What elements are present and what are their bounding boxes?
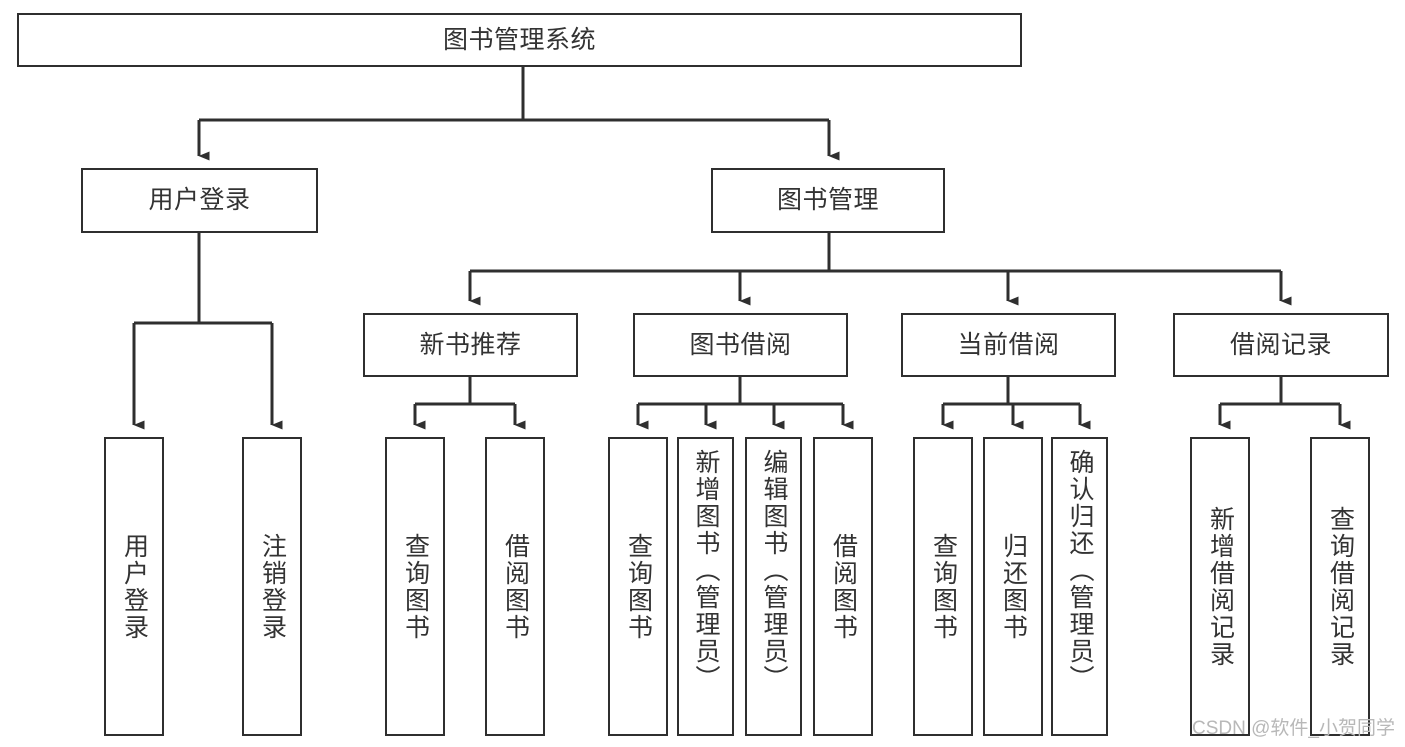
edge-group-borrow-record	[1218, 377, 1351, 430]
node-root-label: 图书管理系统	[442, 25, 596, 54]
node-new-book-recommend-label: 新书推荐	[419, 330, 522, 359]
node-leaf-confirm-return-admin[interactable]: 确认归还（管理员）	[1051, 437, 1108, 736]
node-leaf-borrow-book-recommend[interactable]: 借阅图书	[485, 437, 545, 736]
edge-group-new-book-recommend	[413, 377, 526, 430]
node-borrow-record[interactable]: 借阅记录	[1173, 313, 1389, 377]
edge-group-current-borrow	[941, 377, 1091, 430]
node-leaf-return-book-label: 归还图书	[999, 532, 1028, 641]
node-root[interactable]: 图书管理系统	[17, 13, 1022, 67]
node-leaf-query-book-borrow-label: 查询图书	[624, 532, 653, 641]
node-book-borrow-label: 图书借阅	[689, 330, 792, 359]
edge-group-user-login	[132, 233, 283, 430]
node-leaf-edit-book-admin-label: 编辑图书（管理员）	[760, 449, 788, 692]
node-leaf-query-book-borrow[interactable]: 查询图书	[608, 437, 668, 736]
node-leaf-borrow-book-recommend-label: 借阅图书	[501, 532, 530, 641]
node-leaf-borrow-book-label: 借阅图书	[829, 532, 858, 641]
edge-group-book-management	[468, 233, 1292, 306]
node-book-management[interactable]: 图书管理	[711, 168, 945, 233]
node-user-login-label: 用户登录	[148, 186, 251, 215]
node-leaf-user-login-label: 用户登录	[120, 532, 149, 641]
node-leaf-logout-login-label: 注销登录	[258, 532, 287, 641]
node-new-book-recommend[interactable]: 新书推荐	[363, 313, 578, 377]
node-leaf-add-borrow-record-label: 新增借阅记录	[1206, 505, 1235, 668]
csdn-watermark: CSDN @软件_小贺同学	[1192, 718, 1395, 739]
node-leaf-query-book-recommend-label: 查询图书	[401, 532, 430, 641]
node-current-borrow-label: 当前借阅	[957, 330, 1060, 359]
node-leaf-logout-login[interactable]: 注销登录	[242, 437, 302, 736]
node-leaf-return-book[interactable]: 归还图书	[983, 437, 1043, 736]
edge-group-book-borrow	[636, 377, 854, 430]
node-leaf-query-borrow-record[interactable]: 查询借阅记录	[1310, 437, 1370, 736]
node-leaf-query-book-current-label: 查询图书	[929, 532, 958, 641]
node-leaf-add-book-admin[interactable]: 新增图书（管理员）	[677, 437, 734, 736]
node-leaf-confirm-return-admin-label: 确认归还（管理员）	[1066, 449, 1094, 692]
node-borrow-record-label: 借阅记录	[1229, 330, 1332, 359]
node-leaf-add-book-admin-label: 新增图书（管理员）	[692, 449, 720, 692]
node-leaf-edit-book-admin[interactable]: 编辑图书（管理员）	[745, 437, 802, 736]
node-current-borrow[interactable]: 当前借阅	[901, 313, 1116, 377]
node-leaf-add-borrow-record[interactable]: 新增借阅记录	[1190, 437, 1250, 736]
node-book-management-label: 图书管理	[776, 186, 879, 215]
node-leaf-borrow-book[interactable]: 借阅图书	[813, 437, 873, 736]
edge-group-root	[197, 67, 840, 161]
node-book-borrow[interactable]: 图书借阅	[633, 313, 848, 377]
node-leaf-query-book-current[interactable]: 查询图书	[913, 437, 973, 736]
node-leaf-query-borrow-record-label: 查询借阅记录	[1326, 505, 1355, 668]
node-leaf-query-book-recommend[interactable]: 查询图书	[385, 437, 445, 736]
node-leaf-user-login[interactable]: 用户登录	[104, 437, 164, 736]
node-user-login[interactable]: 用户登录	[81, 168, 318, 233]
